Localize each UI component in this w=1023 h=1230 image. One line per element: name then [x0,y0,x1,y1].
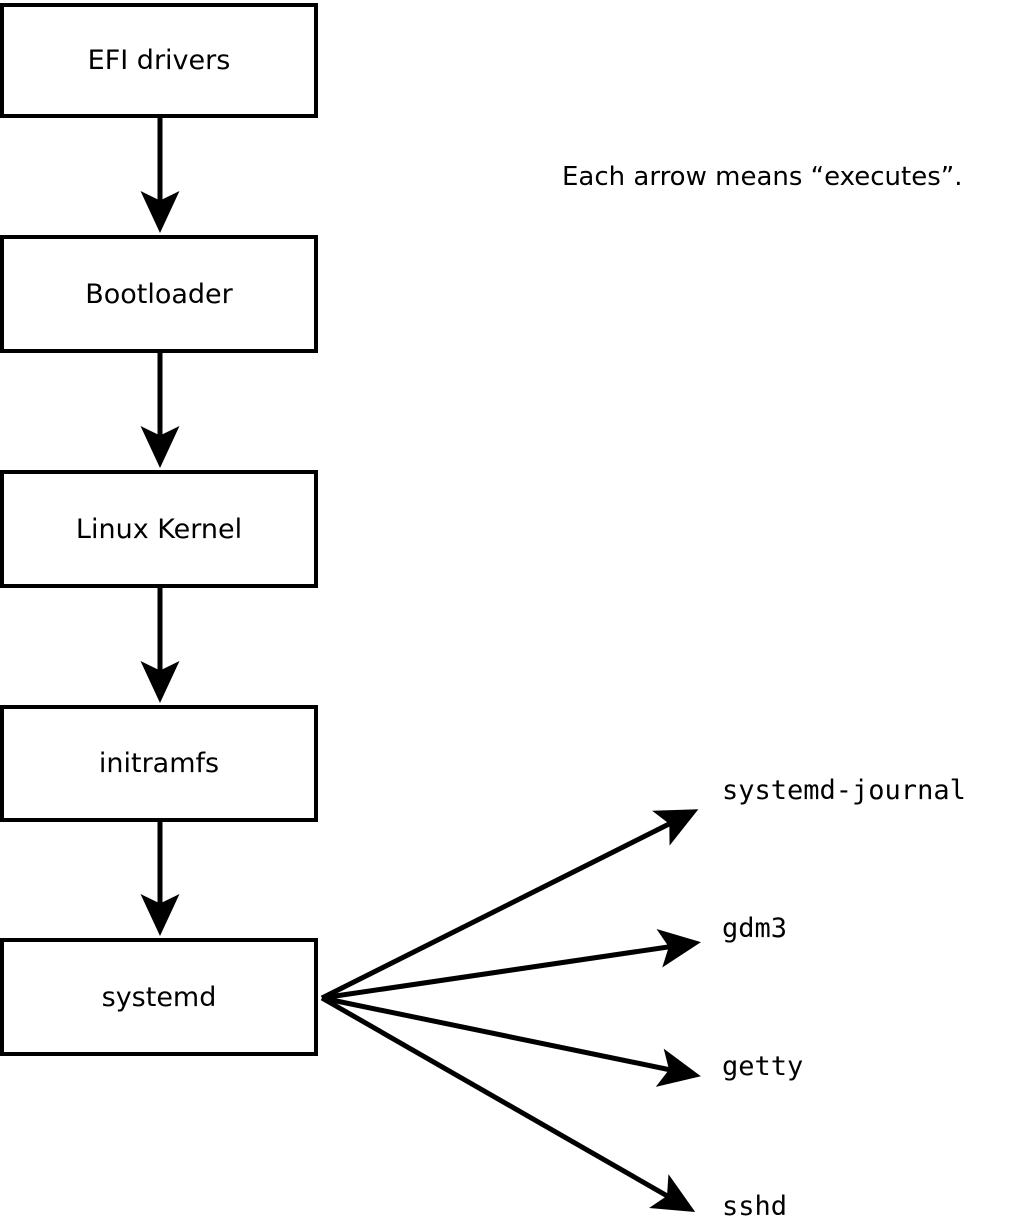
leaf-label-sshd: sshd [722,1191,788,1222]
leaf-label-systemd-journal: systemd-journal [722,775,966,806]
arrow-systemd-to-gdm3 [321,928,701,1001]
leaf-label-getty: getty [722,1051,804,1082]
node-label-systemd: systemd [101,981,217,1013]
arrow-systemd-to-getty [321,995,701,1087]
node-linux-kernel: Linux Kernel [0,470,318,588]
node-efi-drivers: EFI drivers [0,3,318,118]
arrow-systemd-to-systemd-journal [320,809,699,1001]
node-label-linux-kernel: Linux Kernel [75,513,243,545]
node-initramfs: initramfs [0,705,318,822]
node-bootloader: Bootloader [0,235,318,353]
arrow-systemd-to-sshd [320,995,696,1212]
leaf-label-gdm3: gdm3 [722,913,788,944]
diagram-caption: Each arrow means “executes”. [562,162,963,192]
node-label-bootloader: Bootloader [85,278,233,310]
node-label-initramfs: initramfs [98,748,220,779]
node-label-efi-drivers: EFI drivers [87,45,231,76]
node-systemd: systemd [0,938,318,1056]
